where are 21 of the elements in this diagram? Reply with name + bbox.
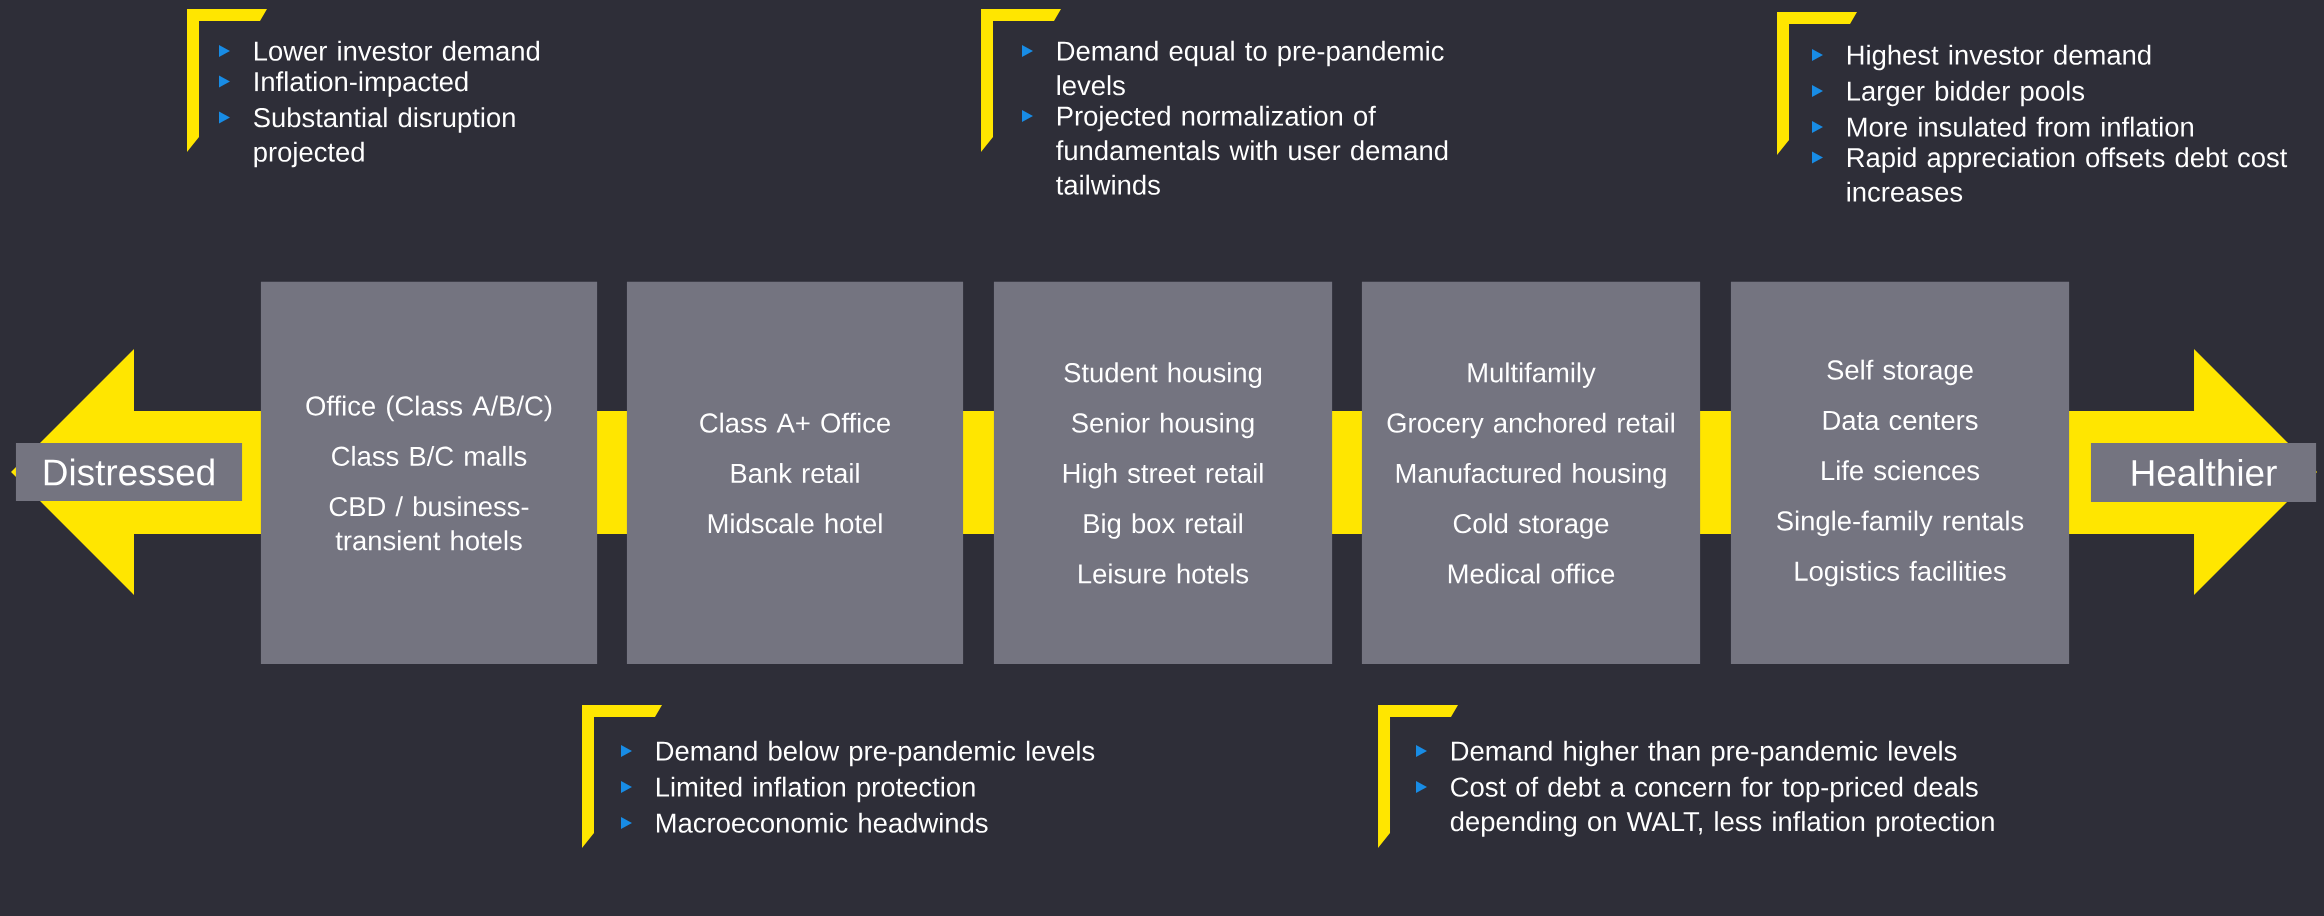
bullet-text: Substantial disruption projected (254, 107, 515, 168)
end-label: Distressed (15, 443, 243, 501)
bullet-text: Demand equal to pre-pandemic levels (1057, 40, 1444, 96)
category-box: Office (Class A/B/C) Class B/C malls CBD / business-transient hotels (260, 281, 598, 665)
bullet-text: Lower investor demand (254, 40, 539, 61)
bullet-text: Demand higher than pre-pandemic levels (1452, 740, 1957, 767)
bullet-text: More insulated from inflation (1848, 116, 2193, 137)
bullet-text: Demand below pre-pandemic levels (657, 740, 1095, 767)
bullet-text: Limited inflation protection (657, 776, 975, 803)
bullet-text: Projected normalization of fundamentals with user demand tailwinds (1056, 105, 1448, 195)
bullet-text: Cost of debt a concern for top-priced deals depending on WALT, less inflation protection (1450, 776, 1994, 837)
end-label: Healthier (2090, 443, 2317, 502)
category-box: Student housing Senior housing High street retail Big box retail Leisure hotels (993, 281, 1333, 665)
bullet-text: Highest investor demand (1848, 44, 2151, 71)
bullet-text: Larger bidder pools (1848, 80, 2085, 107)
category-box: Class A+ Office Bank retail Midscale hotel (626, 281, 964, 665)
category-box: Multifamily Grocery anchored retail Manufactured housing Cold storage Medical office (1361, 281, 1701, 665)
category-box: Self storage Data centers Life sciences Single-family rentals Logistics facilities (1730, 281, 2070, 665)
bullet-text: Rapid appreciation offsets debt cost increases (1847, 147, 2288, 202)
bullet-text: Macroeconomic headwinds (657, 812, 988, 833)
bullet-text: Inflation-impacted (255, 71, 468, 97)
